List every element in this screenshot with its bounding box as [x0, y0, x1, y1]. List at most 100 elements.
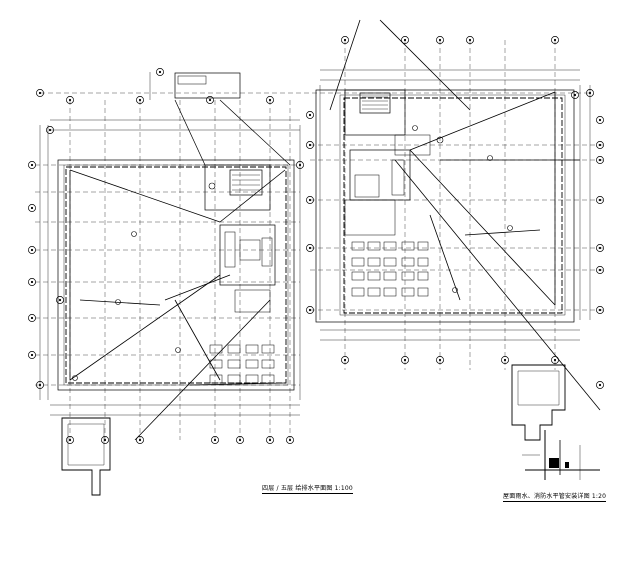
axis-bubble-dot [288, 438, 292, 442]
axis-bubble-dot [598, 118, 602, 122]
axis-bubble [306, 244, 314, 252]
right-roof-slope-lines [329, 19, 601, 411]
axis-bubble [36, 89, 44, 97]
axis-bubble-dot [58, 298, 62, 302]
axis-bubble-dot [553, 358, 557, 362]
axis-bubble-dot [598, 158, 602, 162]
left-core-area [204, 164, 276, 313]
axis-bubble-dot [138, 438, 142, 442]
axis-bubble-dot [503, 358, 507, 362]
axis-bubble-dot [438, 358, 442, 362]
axis-bubble-dot [38, 383, 42, 387]
axis-bubble-dot [468, 38, 472, 42]
right-drawing-caption: 屋面雨水、消防水平管安装详图 1:20 [503, 493, 607, 502]
axis-bubble [401, 36, 409, 44]
axis-bubble [101, 436, 109, 444]
axis-bubble [306, 141, 314, 149]
axis-bubble-dot [598, 143, 602, 147]
right-core-area [344, 89, 431, 236]
left-stair [229, 169, 263, 196]
right-stair [359, 92, 391, 114]
axis-bubble [466, 36, 474, 44]
axis-bubble-dot [48, 128, 52, 132]
axis-bubble [571, 91, 579, 99]
axis-bubble [436, 356, 444, 364]
axis-bubble-dot [30, 206, 34, 210]
axis-bubble [28, 278, 36, 286]
axis-bubble-dot [403, 38, 407, 42]
axis-bubble [66, 96, 74, 104]
axis-bubble [596, 156, 604, 164]
axis-bubble-dot [308, 246, 312, 250]
right-floor-plan [310, 19, 605, 441]
axis-bubble [341, 36, 349, 44]
left-axis-grid [35, 92, 590, 440]
axis-bubble-dot [68, 98, 72, 102]
left-fixture-array [209, 344, 275, 384]
right-axis-grid [310, 40, 605, 370]
axis-bubbles [28, 36, 604, 444]
axis-bubble [286, 436, 294, 444]
pipe-detail [522, 430, 600, 480]
axis-bubble [596, 196, 604, 204]
axis-bubble-dot [213, 438, 217, 442]
right-dimension-lines [319, 69, 591, 341]
axis-bubble-dot [208, 98, 212, 102]
axis-bubble [156, 68, 164, 76]
axis-bubble-dot [438, 38, 442, 42]
axis-bubble [136, 96, 144, 104]
axis-bubble [28, 204, 36, 212]
axis-bubble-dot [238, 438, 242, 442]
axis-bubble [551, 36, 559, 44]
right-fixture-array [351, 241, 429, 297]
axis-bubble [28, 246, 36, 254]
axis-bubble [596, 116, 604, 124]
right-stair-tower [511, 364, 566, 441]
axis-bubble-dot [158, 70, 162, 74]
axis-bubble [28, 314, 36, 322]
axis-bubble [46, 126, 54, 134]
axis-bubble [401, 356, 409, 364]
axis-bubble-dot [308, 113, 312, 117]
axis-bubble [596, 381, 604, 389]
axis-bubble [296, 161, 304, 169]
axis-bubble [236, 436, 244, 444]
axis-bubble-dot [598, 308, 602, 312]
left-stair-tower [61, 417, 111, 496]
axis-bubble-dot [343, 38, 347, 42]
axis-bubble [306, 111, 314, 119]
axis-bubble [266, 96, 274, 104]
left-drawing-caption: 四层 / 五层 给排水平面图 1:100 [262, 485, 353, 494]
axis-bubble [28, 161, 36, 169]
axis-bubble-dot [30, 280, 34, 284]
axis-bubble-dot [553, 38, 557, 42]
axis-bubble-dot [38, 91, 42, 95]
axis-bubble [341, 356, 349, 364]
axis-bubble-dot [308, 308, 312, 312]
left-roof-edge [65, 166, 287, 384]
axis-bubble [28, 351, 36, 359]
axis-bubble-dot [588, 91, 592, 95]
axis-bubble [501, 356, 509, 364]
axis-bubble-dot [403, 358, 407, 362]
axis-bubble-dot [598, 383, 602, 387]
axis-bubble [551, 356, 559, 364]
left-dimension-lines [39, 119, 301, 416]
right-inner-wall [339, 94, 566, 316]
axis-bubble [436, 36, 444, 44]
right-roof-edge [343, 97, 563, 314]
axis-bubble [306, 306, 314, 314]
left-building-outline [57, 159, 295, 391]
axis-bubble-dot [298, 163, 302, 167]
left-floor-plan [35, 72, 590, 496]
left-roof-slope-lines [69, 169, 286, 441]
axis-bubble [586, 89, 594, 97]
axis-bubble-dot [343, 358, 347, 362]
axis-bubble-dot [598, 198, 602, 202]
axis-bubble-dot [268, 98, 272, 102]
axis-bubble [596, 306, 604, 314]
axis-bubble-dot [30, 163, 34, 167]
axis-bubble [596, 266, 604, 274]
axis-bubble [136, 436, 144, 444]
